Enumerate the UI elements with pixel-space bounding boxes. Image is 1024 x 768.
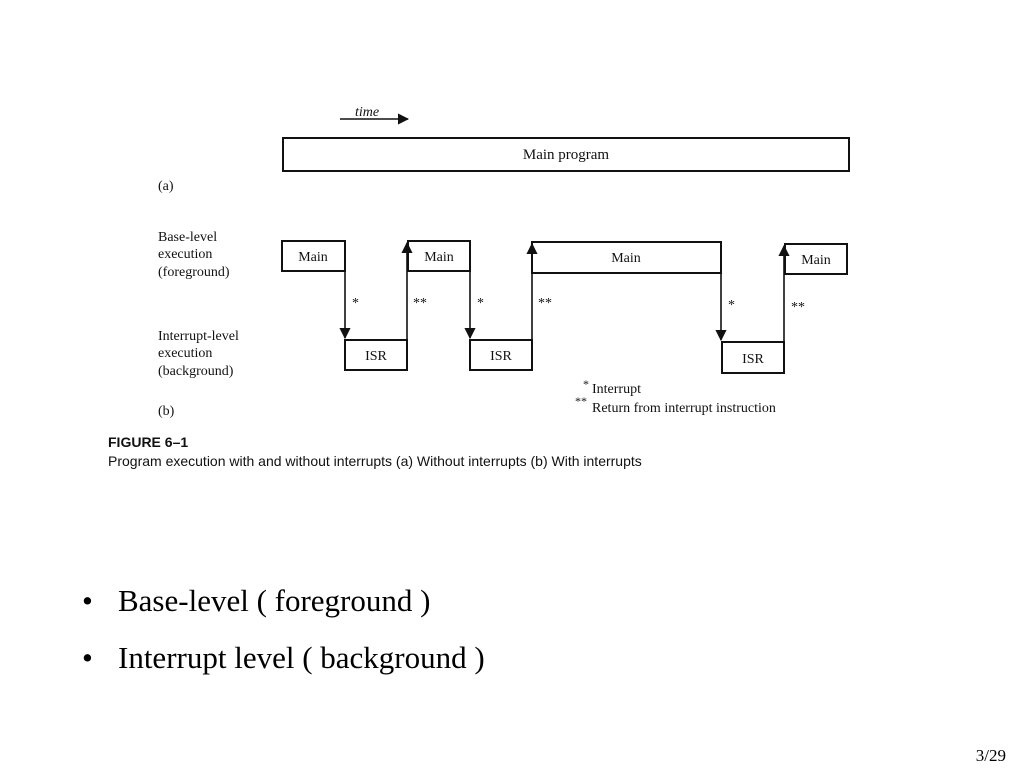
legend-interrupt-mark: *: [583, 377, 589, 391]
interrupt-level-label-line1: Interrupt-level: [158, 329, 239, 344]
interrupt-mark-2: *: [477, 296, 484, 311]
legend-return-text: Return from interrupt instruction: [592, 401, 776, 416]
main-box-2: [407, 240, 471, 272]
bullet-icon: •: [82, 640, 93, 675]
main-box-1-label: Main: [298, 250, 328, 265]
bullet-icon: •: [82, 583, 93, 618]
figure-number: FIGURE 6–1: [108, 434, 188, 450]
bullet-item-base-level: • Base-level ( foreground ): [78, 572, 485, 629]
isr-box-3: [721, 341, 785, 374]
main-box-4-label: Main: [801, 253, 831, 268]
main-box-1: [281, 240, 346, 272]
legend-return-mark: **: [575, 394, 587, 408]
interrupt-mark-3: *: [728, 298, 735, 313]
isr-box-3-label: ISR: [742, 352, 764, 367]
interrupt-level-label-line3: (background): [158, 364, 234, 379]
main-box-2-label: Main: [424, 250, 454, 265]
interrupt-execution-diagram: time Main program (a) Base-level executi…: [108, 105, 850, 469]
isr-box-1: [344, 339, 408, 371]
bullet-text: Interrupt level ( background ): [118, 640, 485, 675]
base-level-label-line1: Base-level: [158, 230, 217, 245]
main-box-3-label: Main: [611, 251, 641, 266]
isr-box-2: [469, 339, 533, 371]
main-program-box: [282, 137, 850, 172]
isr-box-2-label: ISR: [490, 349, 512, 364]
return-mark-2: **: [538, 296, 552, 311]
main-box-3: [531, 241, 722, 274]
base-level-label-line2: execution: [158, 247, 212, 262]
base-level-label-line3: (foreground): [158, 265, 230, 280]
return-mark-1: **: [413, 296, 427, 311]
figure-caption: Program execution with and without inter…: [108, 453, 642, 469]
bullet-list: • Base-level ( foreground ) • Interrupt …: [78, 572, 485, 686]
bullet-item-interrupt-level: • Interrupt level ( background ): [78, 629, 485, 686]
main-program-label: Main program: [523, 147, 610, 163]
interrupt-mark-1: *: [352, 296, 359, 311]
part-b-label: (b): [158, 404, 175, 419]
bullet-text: Base-level ( foreground ): [118, 583, 431, 618]
part-a-label: (a): [158, 179, 174, 194]
main-box-4: [784, 243, 848, 275]
interrupt-level-label-line2: execution: [158, 346, 212, 361]
isr-box-1-label: ISR: [365, 349, 387, 364]
return-mark-3: **: [791, 300, 805, 315]
time-label: time: [355, 105, 379, 120]
page-number: 3/29: [975, 746, 1006, 765]
legend-interrupt-text: Interrupt: [592, 382, 641, 397]
